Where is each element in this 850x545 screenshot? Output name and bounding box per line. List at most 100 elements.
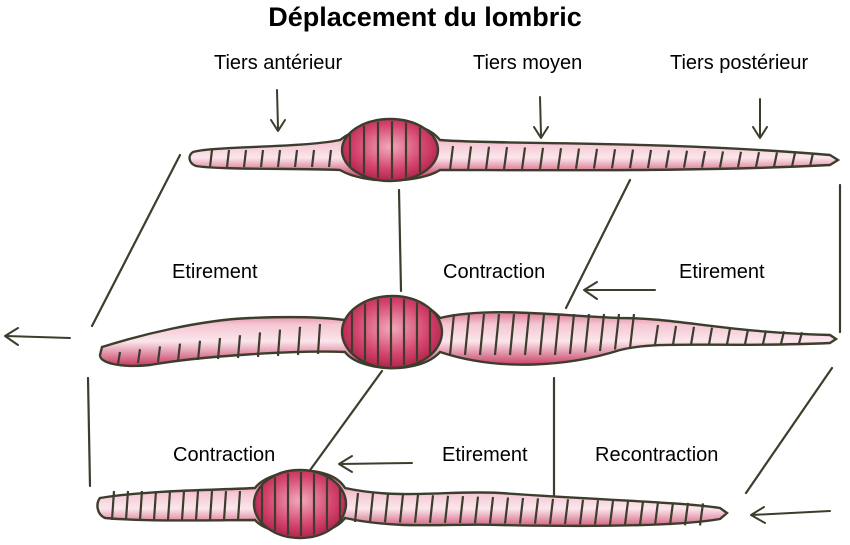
worm-segment-ring <box>293 149 299 168</box>
label-anterior-third: Tiers antérieur <box>214 52 343 74</box>
worm-segment-ring <box>754 151 761 168</box>
guide-line-2 <box>397 188 403 293</box>
worm-segment-ring <box>242 149 248 168</box>
worm-segment-ring <box>463 313 471 356</box>
worm-segment-ring <box>443 495 450 524</box>
worm-segment-ring <box>276 329 282 357</box>
worm-segment-ring <box>689 326 696 345</box>
worm-segment-ring <box>592 148 599 169</box>
worm-segment-ring <box>138 490 144 521</box>
posterior-pointer-arrow <box>752 98 768 139</box>
worm-segment-ring <box>276 149 282 168</box>
worm-segment-ring <box>116 351 122 365</box>
guide-line-1 <box>90 153 182 328</box>
label-posterior-third: Tiers postérieur <box>670 52 809 74</box>
worm-segment-ring <box>368 493 375 523</box>
worm-segment-ring <box>808 152 815 167</box>
worm-segment-ring <box>196 340 202 361</box>
worm-segment-ring <box>610 149 617 169</box>
worm-segment-ring <box>574 148 581 169</box>
worm-segment-ring <box>653 501 660 526</box>
guide-line-8 <box>744 366 834 495</box>
worm-segment-ring <box>583 313 591 353</box>
guide-line-3 <box>564 178 632 310</box>
worm-segment-ring <box>671 325 678 345</box>
worm-segment-ring <box>563 499 570 525</box>
worm-segment-ring <box>613 313 621 350</box>
worm-segment-ring <box>208 490 214 521</box>
worm-segment-ring <box>124 490 130 521</box>
worm-segment-ring <box>236 335 242 359</box>
worm-segment-ring <box>638 501 645 525</box>
worm-segment-ring <box>743 329 750 345</box>
worm-segment-ring <box>623 500 630 525</box>
worm-segment-ring <box>216 337 222 360</box>
worm-segment-ring <box>473 496 480 524</box>
worm-segment-ring <box>180 490 186 521</box>
worm-segment-ring <box>488 496 495 524</box>
worm-segment-ring <box>503 497 510 524</box>
worm-segment-ring <box>682 150 689 168</box>
worm-segment-ring <box>466 146 473 170</box>
worm-segment-ring <box>523 313 531 356</box>
worm-segment-ring <box>259 149 265 168</box>
worm-segment-ring <box>166 490 172 521</box>
middle-pointer-arrow <box>533 96 549 139</box>
worm-segment-ring <box>736 151 743 168</box>
worm-segment-ring <box>538 313 546 356</box>
worm-segment-ring <box>578 499 585 525</box>
contraction-arrow-row3 <box>338 455 413 473</box>
worm-segment-ring <box>553 313 561 356</box>
worm-segment-ring <box>628 313 636 349</box>
worm-segment-ring <box>707 327 714 345</box>
worm-segment-ring <box>700 150 707 168</box>
worm-segment-ring <box>208 149 214 168</box>
worm-segment-ring <box>698 503 705 526</box>
worm-segment-ring <box>518 497 525 524</box>
label-row2-contraction: Contraction <box>443 261 546 283</box>
worm-segment-ring <box>593 500 600 525</box>
worm-segment-ring <box>538 147 545 170</box>
worm-bottom <box>96 468 729 540</box>
worm-segment-ring <box>718 151 725 168</box>
worm-segment-ring <box>478 313 486 356</box>
worm-segment-ring <box>110 490 116 521</box>
worm-segment-ring <box>256 332 262 358</box>
worm-segment-ring <box>628 149 635 169</box>
worm-segment-ring <box>176 343 182 362</box>
worm-segment-ring <box>653 324 660 346</box>
label-row2-stretch-left: Etirement <box>172 261 258 283</box>
worm-segment-ring <box>225 149 231 168</box>
worm-segment-ring <box>448 313 456 356</box>
worm-segment-ring <box>136 349 142 364</box>
worm-segment-ring <box>236 490 242 521</box>
guide-line-5 <box>86 376 92 488</box>
label-row3-stretch: Etirement <box>442 444 528 466</box>
recontraction-arrow-row3 <box>750 506 831 524</box>
worm-segment-ring <box>668 502 675 526</box>
worm-segment-ring <box>502 146 509 170</box>
label-row3-contraction: Contraction <box>173 444 276 466</box>
worm-segment-ring <box>646 149 653 169</box>
worm-middle <box>98 294 839 370</box>
worm-segment-ring <box>194 490 200 521</box>
worm-segment-ring <box>683 502 690 526</box>
worm-segment-ring <box>664 150 671 169</box>
worm-segment-ring <box>493 313 501 356</box>
worm-segment-ring <box>779 331 786 344</box>
worm-segment-ring <box>484 146 491 170</box>
guide-line-6 <box>306 369 384 475</box>
worm-segment-ring <box>608 500 615 525</box>
worm-segment-ring <box>568 313 576 355</box>
worm-segment-ring <box>398 494 405 523</box>
label-row3-recontraction: Recontraction <box>595 444 719 466</box>
worm-segment-ring <box>772 152 779 167</box>
worm-segment-ring <box>296 326 302 356</box>
worm-segment-ring <box>316 323 322 355</box>
worm-segment-ring <box>152 490 158 521</box>
contraction-arrow-row2 <box>583 281 656 300</box>
worm-segment-ring <box>797 331 804 344</box>
worm-segment-ring <box>222 490 228 521</box>
